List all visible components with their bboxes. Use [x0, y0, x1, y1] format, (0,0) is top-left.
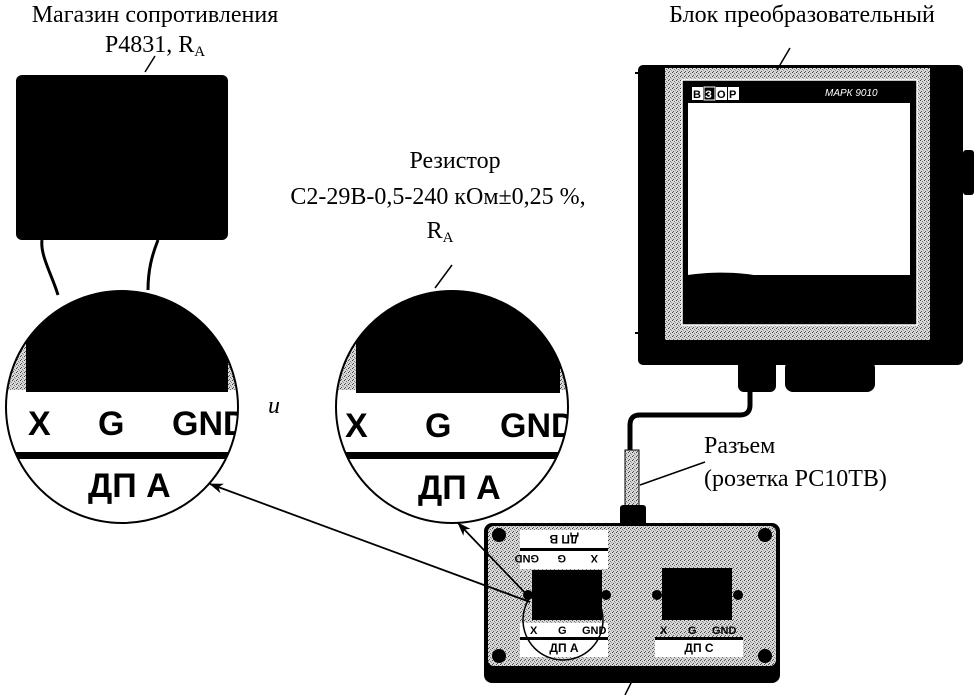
resistance-box — [16, 55, 228, 296]
converter-unit: В З О Р МАРК 9010 — [635, 47, 974, 392]
arrow-to-left-circle — [209, 483, 531, 603]
model-label: МАРК 9010 — [825, 88, 878, 99]
terminal-x: X — [345, 407, 368, 445]
connector-title: Разъем — [704, 433, 776, 459]
connector-block — [785, 360, 875, 392]
brand-letter: В — [693, 89, 701, 101]
channel-label-b: ДП В — [549, 532, 579, 546]
leader-line — [639, 461, 706, 486]
model-text: Р4831, R — [104, 32, 195, 58]
terminal-label: X — [530, 625, 538, 637]
terminal-label: GND — [712, 625, 737, 637]
terminal-label: X — [660, 625, 668, 637]
channel-label-c: ДП С — [684, 641, 714, 655]
terminal-g: G — [425, 407, 451, 445]
terminal-label: G — [688, 625, 697, 637]
highlight-circle — [522, 579, 604, 661]
resistor-r: RA — [400, 218, 480, 252]
channel-label-a: ДП А — [549, 641, 579, 655]
resistance-box-model: Р4831, RA — [60, 32, 250, 66]
cable-gland — [738, 360, 776, 392]
terminal-label: X — [590, 552, 598, 564]
terminal-label: G — [558, 625, 567, 637]
r-text: R — [426, 218, 443, 244]
subscript: A — [194, 44, 206, 60]
channel-label: ДП А — [88, 467, 171, 505]
leader-line — [434, 264, 453, 289]
leader-line — [624, 674, 636, 695]
cable — [627, 392, 753, 455]
terminal-label: G — [557, 552, 566, 564]
zoom-circle-right: X G GND ДП А — [335, 264, 576, 524]
brand-letter: Р — [729, 89, 736, 101]
arrow-to-right-circle — [457, 522, 531, 599]
conjunction-label: и — [268, 393, 280, 419]
leader-line — [776, 47, 791, 71]
terminal-board: ДП В X G GND X G GND ДП А X G GND ДП С — [484, 523, 780, 695]
terminal-label: GND — [515, 552, 540, 564]
resistor-spec: С2-29В-0,5-240 кОм±0,25 %, — [290, 184, 586, 210]
converter-title: Блок преобразовательный — [669, 2, 935, 28]
socket-dpa — [532, 570, 602, 620]
brand-logo: В З О Р — [692, 86, 739, 101]
display-screen — [688, 103, 910, 275]
resistor-title: Резистор — [409, 148, 501, 174]
channel-label: ДП А — [418, 469, 501, 507]
subscript: A — [442, 230, 454, 246]
brand-letter: З — [705, 89, 712, 101]
leader-line — [144, 55, 156, 73]
resistance-box-title: Магазин сопротивления — [31, 2, 279, 28]
terminal-x: X — [28, 405, 51, 443]
connector-spec: (розетка РС10ТВ) — [704, 466, 887, 492]
terminal-gnd: GND — [172, 405, 248, 443]
brand-letter: О — [717, 89, 726, 101]
socket-dpc — [662, 568, 732, 620]
zoom-circle-left: X G GND ДП А — [5, 290, 248, 524]
wire-left — [40, 239, 60, 296]
terminal-g: G — [98, 405, 124, 443]
terminal-gnd: GND — [500, 407, 576, 445]
connector-plug — [620, 449, 706, 527]
wire-right — [146, 239, 160, 291]
